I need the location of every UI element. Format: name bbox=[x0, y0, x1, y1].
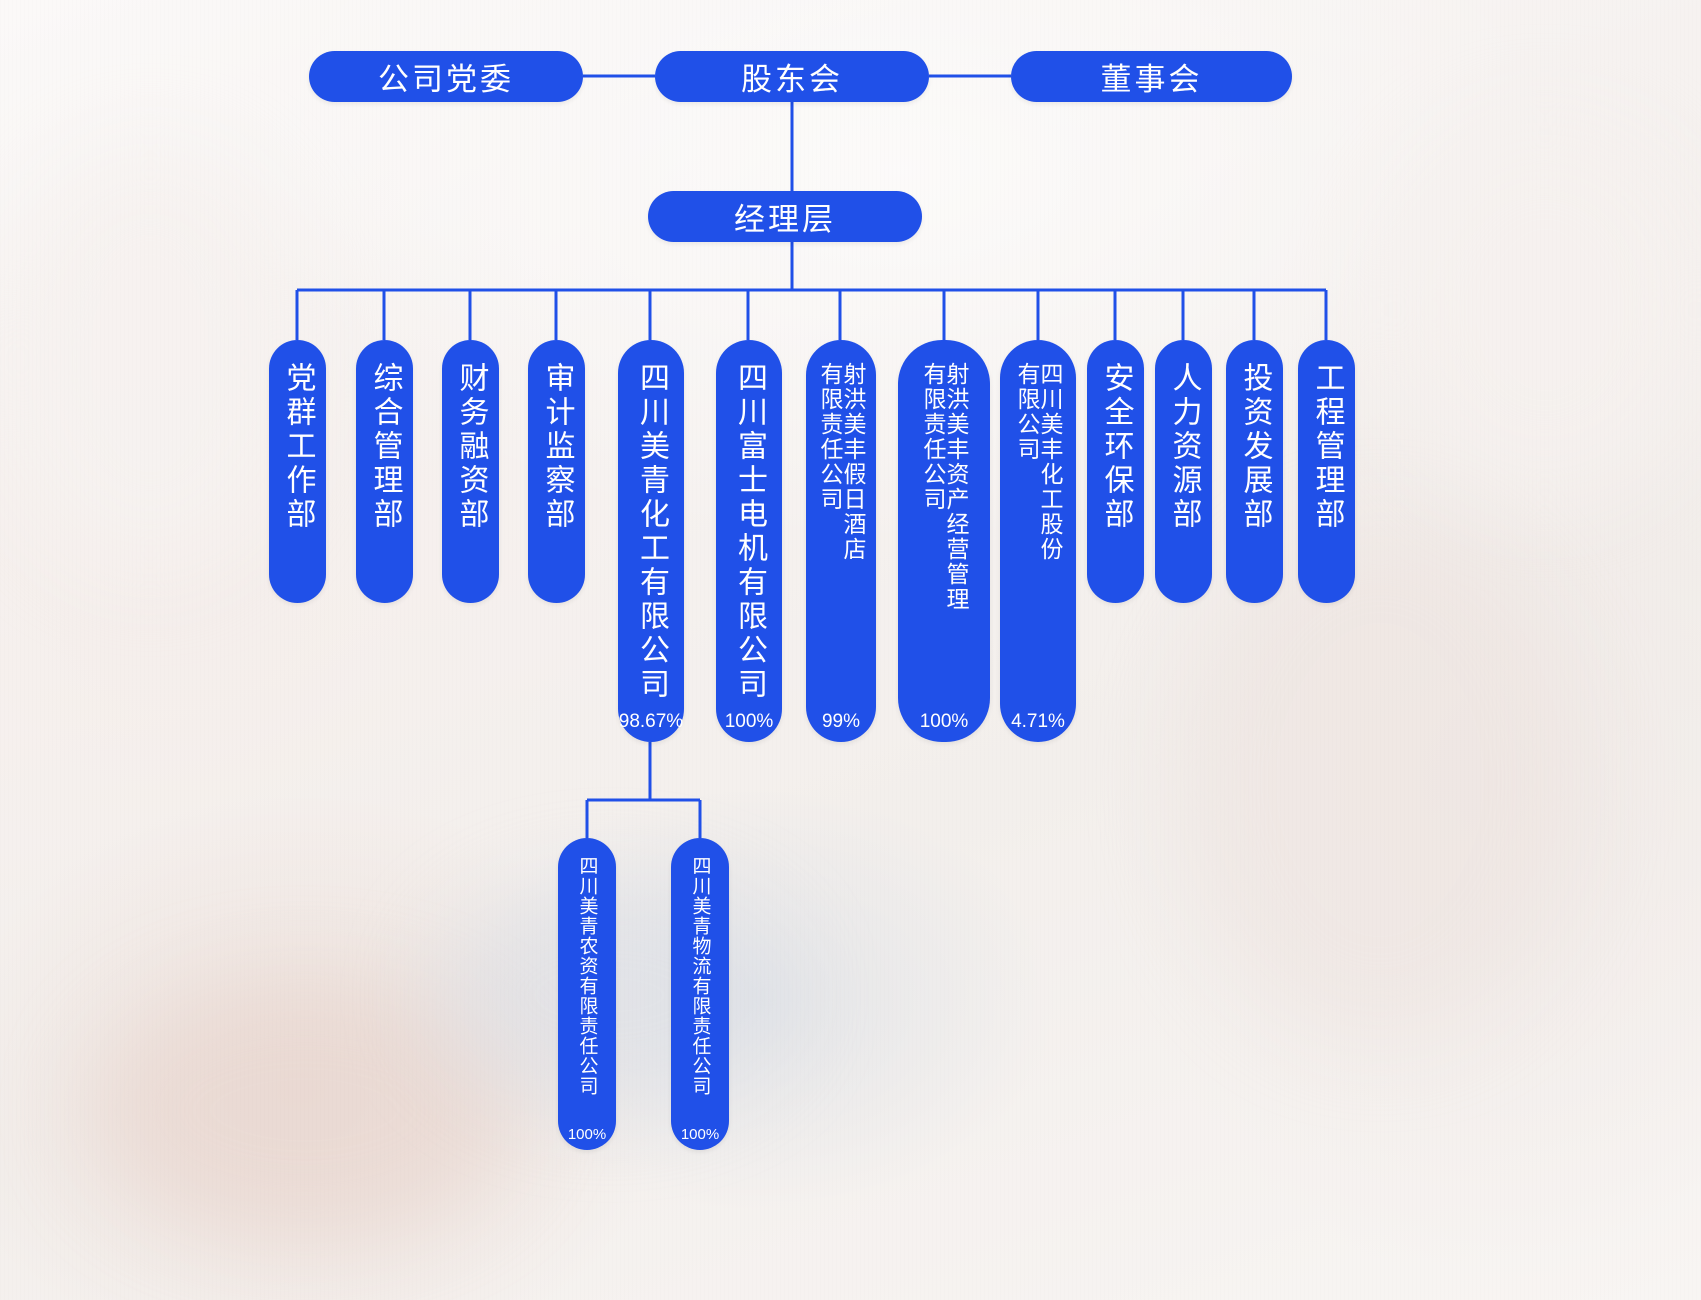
node-meiqing-chemical[interactable]: 四川美青化工有限公司 98.67% bbox=[618, 340, 684, 742]
node-meifeng-chemical-stock[interactable]: 四川美丰化工股份 有限公司 4.71% bbox=[1000, 340, 1076, 742]
node-label: 党群工作部 bbox=[281, 362, 315, 532]
ownership-percent: 4.71% bbox=[1011, 711, 1065, 732]
node-label: 公司党委 bbox=[378, 62, 514, 97]
node-label: 经理层 bbox=[734, 202, 836, 237]
ownership-percent: 100% bbox=[567, 1126, 607, 1143]
node-label: 射洪美丰假日酒店 有限责任公司 bbox=[817, 362, 866, 562]
node-label: 射洪美丰资产经营管理 有限责任公司 bbox=[920, 362, 969, 612]
node-label: 董事会 bbox=[1100, 62, 1203, 97]
node-label: 安全环保部 bbox=[1099, 362, 1133, 532]
node-investment-development-dept[interactable]: 投资发展部 bbox=[1226, 340, 1283, 603]
ownership-percent: 100% bbox=[724, 711, 774, 732]
node-safety-environment-dept[interactable]: 安全环保部 bbox=[1087, 340, 1144, 603]
ownership-percent: 100% bbox=[919, 711, 969, 732]
node-label: 投资发展部 bbox=[1238, 362, 1272, 532]
node-label: 人力资源部 bbox=[1167, 362, 1201, 532]
node-label: 财务融资部 bbox=[454, 362, 488, 532]
node-meiqing-agri-materials[interactable]: 四川美青农资有限责任公司 100% bbox=[558, 838, 616, 1150]
node-label: 审计监察部 bbox=[540, 362, 574, 532]
node-management-layer[interactable]: 经理层 bbox=[648, 191, 922, 242]
node-shehong-meifeng-holiday-hotel[interactable]: 射洪美丰假日酒店 有限责任公司 99% bbox=[806, 340, 876, 742]
ownership-percent: 98.67% bbox=[618, 711, 684, 732]
node-label: 四川富士电机有限公司 bbox=[733, 362, 766, 702]
node-party-committee[interactable]: 公司党委 bbox=[309, 51, 583, 102]
node-board-of-directors[interactable]: 董事会 bbox=[1011, 51, 1292, 102]
node-label: 股东会 bbox=[741, 62, 843, 97]
node-fushi-motor[interactable]: 四川富士电机有限公司 100% bbox=[716, 340, 782, 742]
node-label: 四川美青化工有限公司 bbox=[635, 362, 668, 702]
node-meiqing-logistics[interactable]: 四川美青物流有限责任公司 100% bbox=[671, 838, 729, 1150]
node-party-mass-work-dept[interactable]: 党群工作部 bbox=[269, 340, 326, 603]
node-human-resources-dept[interactable]: 人力资源部 bbox=[1155, 340, 1212, 603]
node-label: 四川美青农资有限责任公司 bbox=[576, 856, 598, 1096]
node-label: 工程管理部 bbox=[1310, 362, 1344, 532]
node-finance-financing-dept[interactable]: 财务融资部 bbox=[442, 340, 499, 603]
node-shareholders-meeting[interactable]: 股东会 bbox=[655, 51, 929, 102]
node-label: 综合管理部 bbox=[368, 362, 402, 532]
node-engineering-management-dept[interactable]: 工程管理部 bbox=[1298, 340, 1355, 603]
node-label: 四川美丰化工股份 有限公司 bbox=[1014, 362, 1063, 562]
node-audit-supervision-dept[interactable]: 审计监察部 bbox=[528, 340, 585, 603]
node-label: 四川美青物流有限责任公司 bbox=[689, 856, 711, 1096]
ownership-percent: 100% bbox=[680, 1126, 720, 1143]
node-general-management-dept[interactable]: 综合管理部 bbox=[356, 340, 413, 603]
ownership-percent: 99% bbox=[821, 711, 861, 732]
node-shehong-meifeng-asset-management[interactable]: 射洪美丰资产经营管理 有限责任公司 100% bbox=[898, 340, 990, 742]
